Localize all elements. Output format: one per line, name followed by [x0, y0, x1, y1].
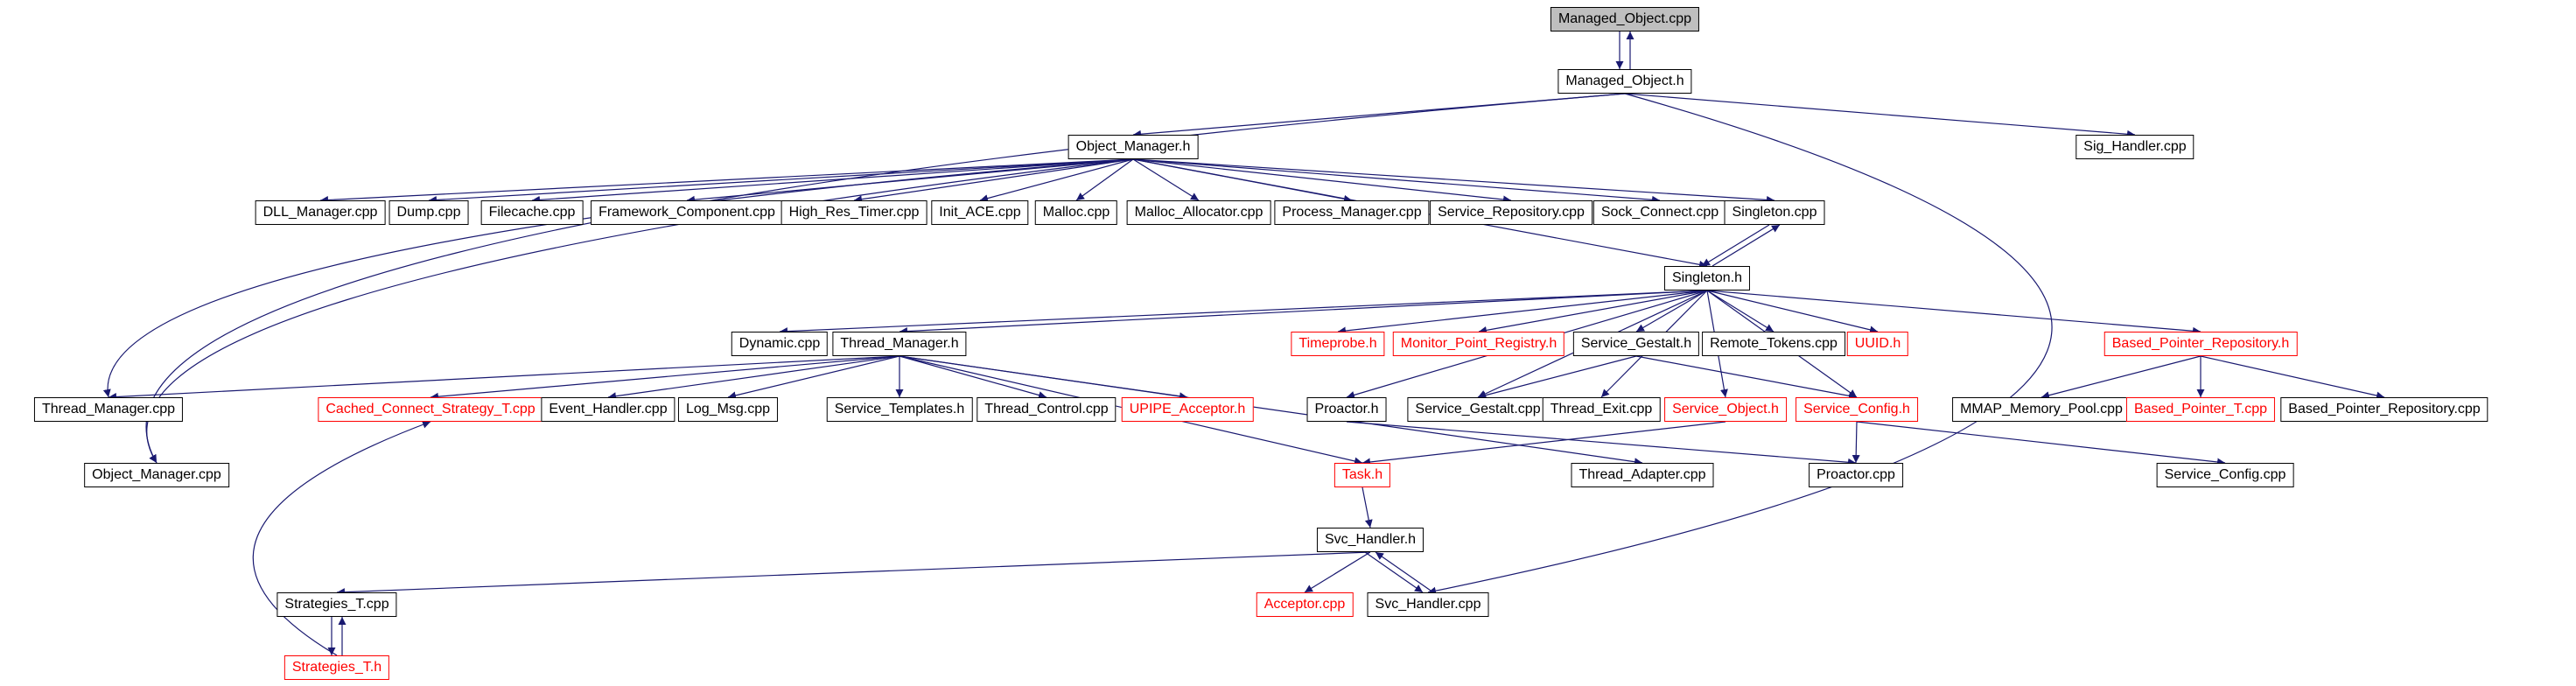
edge-object-manager-h-to-thread-manager-cpp: [102, 158, 1134, 398]
edge-object-manager-h-to-dump-cpp: [428, 158, 1134, 204]
edge-based-pointer-repository-h-to-mmap-memory-pool-cpp: [2040, 355, 2202, 400]
edge-proactor-h-to-proactor-cpp: [1346, 421, 1857, 466]
graph-node-thread-control-cpp[interactable]: Thread_Control.cpp: [976, 397, 1116, 422]
edge-service-config-h-to-service-config-cpp: [1856, 421, 2226, 466]
edge-managed-object-h-to-svc-handler-cpp: [1427, 93, 2053, 595]
edge-singleton-cpp-to-singleton-h: [1701, 224, 1770, 267]
edge-thread-manager-h-to-event-handler-cpp: [607, 355, 900, 401]
graph-node-mmap-memory-pool-cpp[interactable]: MMAP_Memory_Pool.cpp: [1952, 397, 2131, 422]
graph-node-service-gestalt-cpp[interactable]: Service_Gestalt.cpp: [1407, 397, 1549, 422]
graph-node-dump-cpp[interactable]: Dump.cpp: [388, 200, 469, 225]
graph-node-malloc-cpp[interactable]: Malloc.cpp: [1034, 200, 1118, 225]
graph-node-process-manager-cpp[interactable]: Process_Manager.cpp: [1274, 200, 1430, 225]
edge-singleton-h-to-dynamic-cpp: [779, 290, 1708, 336]
edge-thread-manager-h-to-thread-manager-cpp: [108, 355, 900, 402]
graph-node-thread-adapter-cpp[interactable]: Thread_Adapter.cpp: [1571, 463, 1714, 487]
edge-managed-object-h-to-sig-handler-cpp: [1624, 93, 2136, 138]
graph-node-singleton-cpp[interactable]: Singleton.cpp: [1724, 200, 1825, 225]
graph-node-service-gestalt-h[interactable]: Service_Gestalt.h: [1572, 332, 1700, 356]
graph-node-event-handler-cpp[interactable]: Event_Handler.cpp: [541, 397, 676, 422]
graph-node-object-manager-cpp[interactable]: Object_Manager.cpp: [84, 463, 229, 487]
graph-node-svc-handler-cpp[interactable]: Svc_Handler.cpp: [1367, 592, 1489, 617]
graph-node-log-msg-cpp[interactable]: Log_Msg.cpp: [677, 397, 779, 422]
graph-node-dll-manager-cpp[interactable]: DLL_Manager.cpp: [255, 200, 386, 225]
graph-node-malloc-allocator-cpp[interactable]: Malloc_Allocator.cpp: [1126, 200, 1271, 225]
graph-node-service-templates-h[interactable]: Service_Templates.h: [826, 397, 973, 422]
edge-object-manager-h-to-init-ace-cpp: [979, 158, 1134, 203]
graph-node-thread-manager-cpp[interactable]: Thread_Manager.cpp: [33, 397, 184, 422]
graph-node-thread-manager-h[interactable]: Thread_Manager.h: [832, 332, 967, 356]
graph-node-sig-handler-cpp[interactable]: Sig_Handler.cpp: [2076, 135, 2194, 159]
edge-thread-manager-h-to-thread-control-cpp: [899, 355, 1047, 399]
graph-node-monitor-point-registry-h[interactable]: Monitor_Point_Registry.h: [1392, 332, 1565, 356]
graph-node-strategies-t-h[interactable]: Strategies_T.h: [284, 655, 390, 680]
edge-singleton-h-to-based-pointer-repository-h: [1706, 290, 2202, 335]
graph-node-service-object-h[interactable]: Service_Object.h: [1664, 397, 1787, 422]
graph-node-upipe-acceptor-h[interactable]: UPIPE_Acceptor.h: [1121, 397, 1254, 422]
edge-task-h-to-svc-handler-h: [1362, 486, 1373, 528]
edge-service-object-h-to-task-h: [1362, 421, 1726, 466]
graph-node-uuid-h[interactable]: UUID.h: [1846, 332, 1909, 356]
edge-service-gestalt-h-to-service-config-h: [1635, 355, 1858, 400]
edge-object-manager-h-to-singleton-cpp: [1132, 158, 1775, 204]
graph-node-proactor-h[interactable]: Proactor.h: [1306, 397, 1387, 422]
edge-object-manager-h-to-malloc-cpp: [1075, 158, 1134, 201]
graph-node-managed-object-h[interactable]: Managed_Object.h: [1558, 69, 1692, 94]
edge-singleton-h-to-singleton-cpp: [1712, 224, 1781, 267]
graph-node-dynamic-cpp[interactable]: Dynamic.cpp: [731, 332, 829, 356]
graph-node-strategies-t-cpp[interactable]: Strategies_T.cpp: [276, 592, 397, 617]
edge-strategies-t-h-to-cached-connect-strategy-t-cpp: [252, 420, 431, 656]
edge-singleton-h-to-thread-manager-h: [899, 290, 1708, 336]
graph-node-timeprobe-h[interactable]: Timeprobe.h: [1291, 332, 1385, 356]
edge-svc-handler-cpp-to-svc-handler-h: [1375, 551, 1434, 593]
edge-singleton-h-to-monitor-point-registry-h: [1478, 290, 1708, 334]
edge-object-manager-h-to-malloc-allocator-cpp: [1132, 158, 1200, 201]
edge-svc-handler-h-to-svc-handler-cpp: [1364, 551, 1424, 593]
edge-thread-manager-h-to-cached-connect-strategy-t-cpp: [430, 355, 900, 401]
graph-node-service-config-h[interactable]: Service_Config.h: [1796, 397, 1918, 422]
edge-object-manager-h-to-high-res-timer-cpp: [853, 158, 1134, 204]
edge-singleton-h-to-uuid-h: [1706, 290, 1879, 334]
graph-node-service-config-cpp[interactable]: Service_Config.cpp: [2156, 463, 2294, 487]
edge-svc-handler-h-to-strategies-t-cpp: [336, 551, 1371, 597]
graph-node-acceptor-cpp[interactable]: Acceptor.cpp: [1256, 592, 1354, 617]
edge-object-manager-h-to-filecache-cpp: [531, 158, 1134, 204]
graph-node-singleton-h[interactable]: Singleton.h: [1663, 266, 1751, 290]
graph-node-remote-tokens-cpp[interactable]: Remote_Tokens.cpp: [1702, 332, 1845, 356]
edge-object-manager-h-to-service-repository-cpp: [1132, 158, 1512, 204]
graph-node-svc-handler-h[interactable]: Svc_Handler.h: [1316, 528, 1424, 552]
graph-node-proactor-cpp[interactable]: Proactor.cpp: [1809, 463, 1903, 487]
edge-singleton-h-to-timeprobe-h: [1337, 290, 1708, 335]
graph-node-thread-exit-cpp[interactable]: Thread_Exit.cpp: [1542, 397, 1661, 422]
graph-node-framework-component-cpp[interactable]: Framework_Component.cpp: [591, 200, 783, 225]
graph-node-init-ace-cpp[interactable]: Init_ACE.cpp: [931, 200, 1029, 225]
graph-node-filecache-cpp[interactable]: Filecache.cpp: [480, 200, 584, 225]
edge-object-manager-h-to-dll-manager-cpp: [319, 158, 1134, 205]
edge-service-gestalt-h-to-service-gestalt-cpp: [1477, 355, 1637, 400]
edge-based-pointer-repository-h-to-based-pointer-repository-cpp: [2200, 355, 2385, 400]
graph-node-based-pointer-repository-h[interactable]: Based_Pointer_Repository.h: [2104, 332, 2298, 356]
graph-node-task-h[interactable]: Task.h: [1334, 463, 1391, 487]
edge-thread-manager-h-to-log-msg-cpp: [727, 355, 900, 400]
graph-node-based-pointer-t-cpp[interactable]: Based_Pointer_T.cpp: [2125, 397, 2276, 422]
graph-node-managed-object-cpp[interactable]: Managed_Object.cpp: [1550, 7, 1700, 32]
graph-node-high-res-timer-cpp[interactable]: High_Res_Timer.cpp: [780, 200, 928, 225]
graph-node-based-pointer-repository-cpp[interactable]: Based_Pointer_Repository.cpp: [2280, 397, 2488, 422]
edge-svc-handler-h-to-acceptor-cpp: [1304, 551, 1371, 593]
edge-singleton-h-to-service-gestalt-h: [1635, 290, 1708, 332]
graph-node-service-repository-cpp[interactable]: Service_Repository.cpp: [1430, 200, 1592, 225]
edge-object-manager-h-to-sock-connect-cpp: [1132, 158, 1661, 204]
graph-node-cached-connect-strategy-t-cpp[interactable]: Cached_Connect_Strategy_T.cpp: [318, 397, 543, 422]
edge-service-config-h-to-proactor-cpp: [1852, 421, 1860, 464]
graph-node-sock-connect-cpp[interactable]: Sock_Connect.cpp: [1592, 200, 1727, 225]
edge-singleton-h-to-remote-tokens-cpp: [1706, 290, 1774, 332]
graph-node-object-manager-h[interactable]: Object_Manager.h: [1068, 135, 1199, 159]
